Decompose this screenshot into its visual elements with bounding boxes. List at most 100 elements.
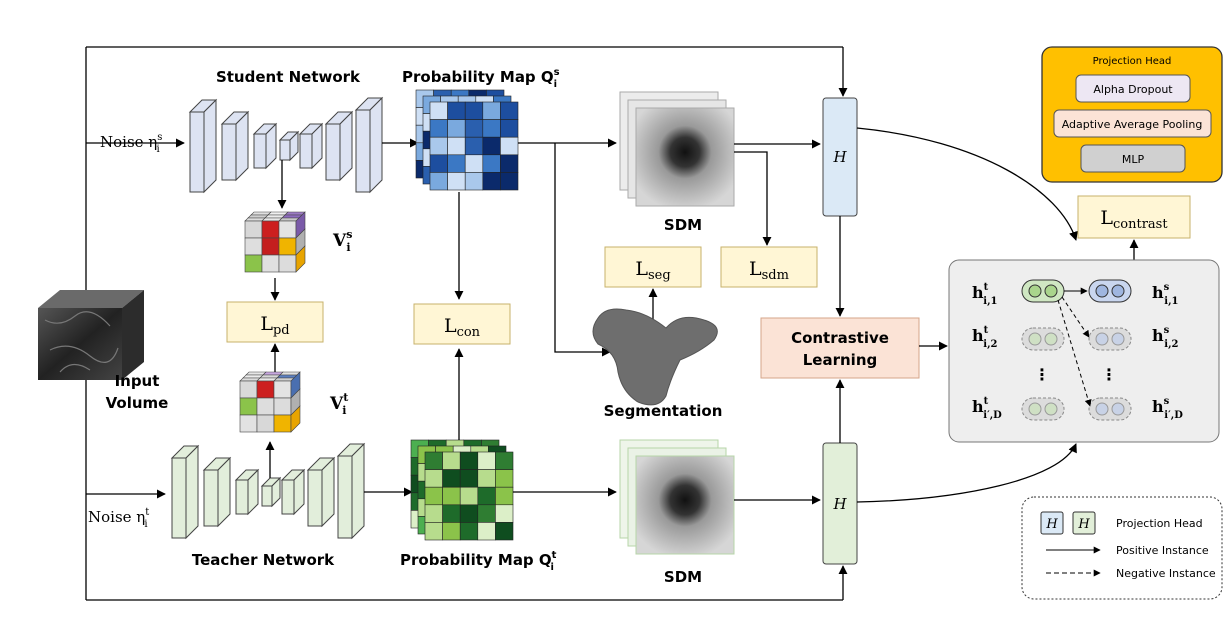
- contrastive-label-1: Contrastive: [791, 329, 889, 347]
- prob-cell: [459, 486, 479, 506]
- cube-cell: [290, 405, 301, 433]
- arrow-h-top-to-contrast: [856, 127, 1078, 241]
- loss-contrast-label: Lcontrast: [1100, 207, 1168, 232]
- cube-cell: [239, 377, 261, 382]
- cube-cell: [242, 374, 264, 379]
- cube-cell: [295, 245, 306, 273]
- cube-cell: [256, 414, 275, 433]
- cube-cell: [278, 220, 297, 239]
- segmentation-label: Segmentation: [604, 402, 723, 420]
- loss-con-box: [413, 303, 511, 345]
- pill-s-2: [1088, 327, 1132, 351]
- prob-cell: [459, 522, 479, 541]
- input-volume-label-2: Volume: [106, 394, 169, 412]
- input-volume-cube: [38, 290, 144, 380]
- legend-positive: Positive Instance: [1116, 544, 1209, 557]
- prob-cell: [424, 504, 443, 523]
- pill-s-d: [1088, 397, 1132, 421]
- vs-cube: [244, 211, 306, 273]
- prob-cell: [442, 469, 461, 488]
- prob-cell: [477, 504, 496, 523]
- cube-cell: [256, 397, 275, 416]
- contrast-panel: [948, 259, 1220, 443]
- prob-cell: [429, 154, 448, 173]
- prob-cell: [424, 522, 443, 541]
- prob-cell: [464, 101, 484, 120]
- input-volume-label-1: Input: [115, 372, 160, 390]
- prob-map-student: [415, 89, 519, 191]
- outer-frame: [85, 46, 848, 601]
- cube-cell: [261, 254, 280, 273]
- legend-h2-label: H: [1077, 517, 1090, 532]
- prob-cell: [459, 504, 479, 523]
- cube-cell: [239, 380, 258, 399]
- prob-cell: [477, 469, 496, 488]
- prob-cell: [429, 172, 448, 191]
- cube-cell: [278, 254, 297, 273]
- prob-cell: [447, 119, 466, 138]
- mlp-box: [1080, 144, 1186, 173]
- cube-cell: [239, 414, 258, 433]
- cube-cell: [261, 237, 280, 256]
- cube-cell: [239, 397, 258, 416]
- prob-cell: [495, 486, 514, 506]
- prob-cell: [482, 154, 501, 173]
- alpha-dropout-box: [1075, 74, 1191, 103]
- loss-sdm-label: Lsdm: [749, 258, 789, 283]
- legend-projection-head: Projection Head: [1116, 517, 1203, 530]
- prob-cell: [464, 136, 484, 156]
- loss-pd-box: [226, 301, 324, 343]
- pill-s-1: [1088, 279, 1132, 303]
- prob-cell: [429, 119, 448, 138]
- cube-cell: [273, 380, 292, 399]
- cube-cell: [247, 214, 269, 219]
- cube-cell: [267, 211, 289, 216]
- legend-h-teacher: [1072, 511, 1096, 535]
- cube-cell: [256, 380, 275, 399]
- prob-cell: [482, 136, 501, 156]
- prob-cell: [447, 136, 466, 156]
- prob-cell: [500, 119, 519, 138]
- legend-h-student: [1040, 511, 1064, 535]
- prob-cell: [482, 119, 501, 138]
- cube-cell: [276, 374, 298, 379]
- student-network-title: Student Network: [216, 68, 361, 86]
- prob-cell: [424, 451, 443, 470]
- prob-cell: [500, 172, 519, 191]
- cube-cell: [244, 254, 263, 273]
- sdm-top-stack: [619, 91, 735, 207]
- h-top-label: H: [832, 148, 847, 166]
- prob-cell: [447, 154, 466, 173]
- prob-cell: [464, 119, 484, 138]
- cube-cell: [250, 211, 272, 216]
- cube-cell: [281, 214, 303, 219]
- prob-cell: [495, 469, 514, 488]
- contrastive-learning-box: [760, 317, 920, 379]
- vt-cube: [239, 371, 301, 433]
- segmentation-shape: [592, 308, 718, 406]
- prob-cell: [495, 504, 514, 523]
- prob-cell: [495, 451, 514, 470]
- h-bottom-label: H: [832, 495, 847, 513]
- prob-cell: [447, 101, 466, 120]
- arrow-probs-to-seg: [554, 143, 611, 357]
- pill-t-1: [1021, 279, 1065, 303]
- adaptive-pooling-box: [1053, 109, 1212, 138]
- loss-con-label: Lcon: [444, 315, 481, 340]
- cube-cell: [261, 217, 283, 222]
- sdm-top-label: SDM: [664, 216, 702, 234]
- prob-cell: [495, 522, 514, 541]
- prob-cell: [464, 154, 484, 173]
- cube-cell: [284, 211, 306, 216]
